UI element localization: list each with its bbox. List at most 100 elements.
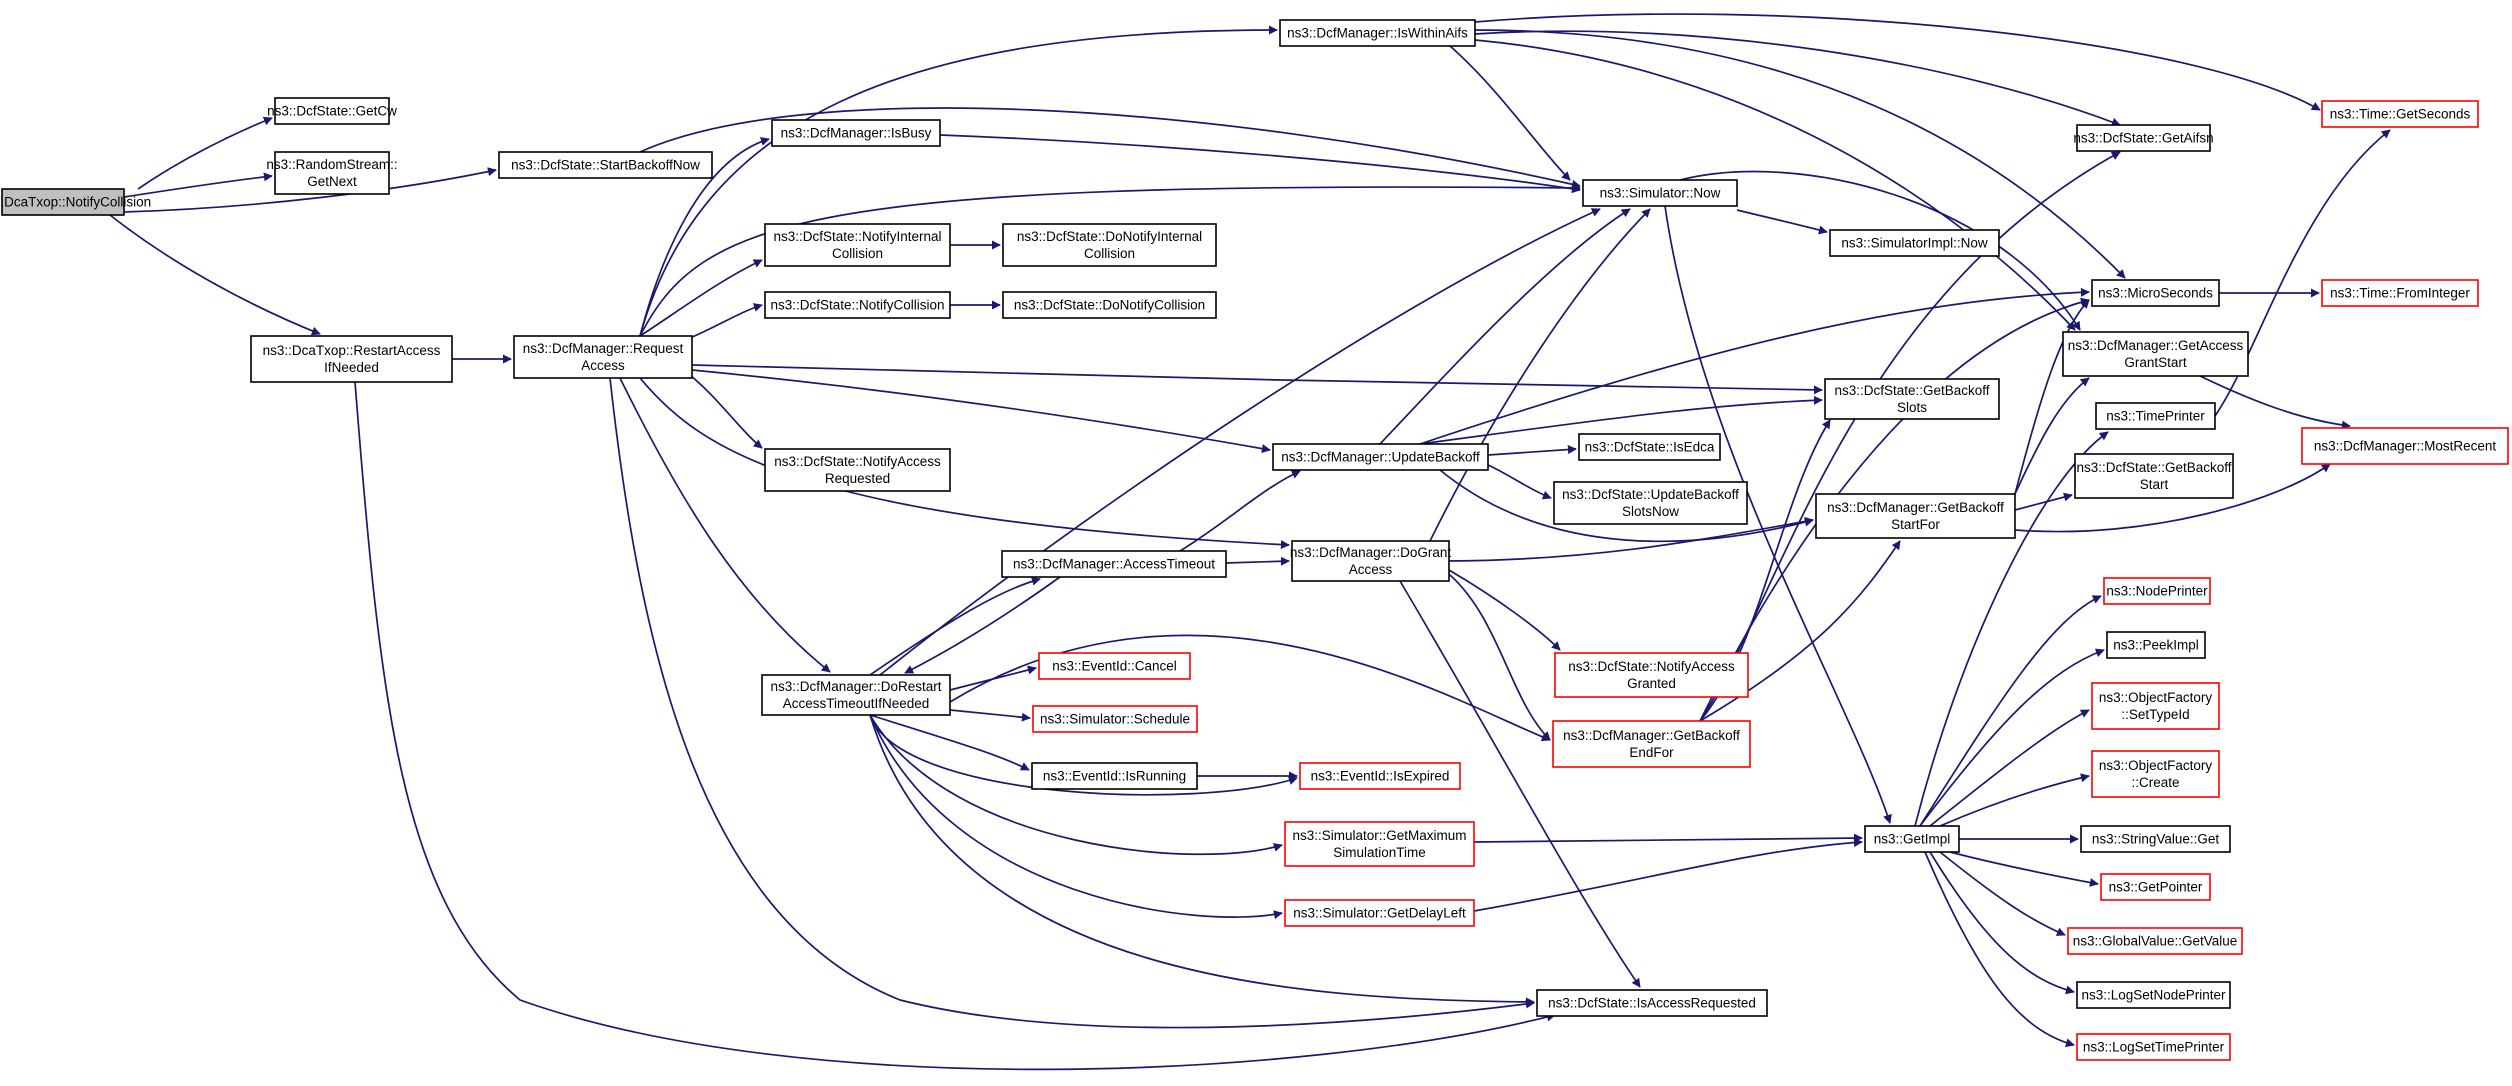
node-nodePrinter[interactable]: ns3::NodePrinter xyxy=(2103,577,2211,605)
node-label: Slots xyxy=(1897,400,1927,415)
node-isAccessRequested[interactable]: ns3::DcfState::IsAccessRequested xyxy=(1536,989,1768,1017)
node-doNotifyCollision[interactable]: ns3::DcfState::DoNotifyCollision xyxy=(1002,291,1217,319)
node-eventCancel[interactable]: ns3::EventId::Cancel xyxy=(1038,652,1191,680)
node-ofCreate[interactable]: ns3::ObjectFactory::Create xyxy=(2091,750,2220,798)
call-edge-getBackoffStartFor-to-getBackoffStart xyxy=(2014,492,2073,511)
node-label: Collision xyxy=(1084,246,1135,261)
node-isBusy[interactable]: ns3::DcfManager::IsBusy xyxy=(771,119,941,147)
node-label: ns3::DcfState::GetCw xyxy=(267,104,397,119)
node-label: ns3::GlobalValue::GetValue xyxy=(2073,934,2238,949)
node-box xyxy=(1002,291,1217,319)
node-notifyCollision[interactable]: ns3::DcfState::NotifyCollision xyxy=(764,291,951,319)
node-mostRecent[interactable]: ns3::DcfManager::MostRecent xyxy=(2301,427,2509,465)
node-label: ns3::ObjectFactory xyxy=(2099,758,2213,773)
node-eventIsRunning[interactable]: ns3::EventId::IsRunning xyxy=(1031,762,1198,790)
node-label: StartFor xyxy=(1891,517,1940,532)
call-edge-requestAccess-to-getBackoffSlots xyxy=(691,364,1823,395)
node-label: ns3::DcaTxop::RestartAccess xyxy=(263,343,441,358)
node-box xyxy=(1552,720,1751,768)
node-simGetDelayLeft[interactable]: ns3::Simulator::GetDelayLeft xyxy=(1284,899,1475,927)
node-label: EndFor xyxy=(1629,745,1674,760)
node-box xyxy=(1032,705,1198,733)
node-box xyxy=(764,291,951,319)
node-simSchedule[interactable]: ns3::Simulator::Schedule xyxy=(1032,705,1198,733)
node-box xyxy=(1031,762,1198,790)
node-box xyxy=(1002,223,1217,267)
node-updateBackoff[interactable]: ns3::DcfManager::UpdateBackoff xyxy=(1272,443,1489,471)
node-getAifsn[interactable]: ns3::DcfState::GetAifsn xyxy=(2073,124,2214,152)
call-edge-getImpl-to-globalValueGet xyxy=(1939,851,2066,936)
node-doRestart[interactable]: ns3::DcfManager::DoRestartAccessTimeoutI… xyxy=(761,674,951,716)
node-getCw[interactable]: ns3::DcfState::GetCw xyxy=(267,97,397,125)
node-microSeconds[interactable]: ns3::MicroSeconds xyxy=(2091,279,2220,307)
node-box xyxy=(2106,631,2206,659)
call-edge-simGetDelayLeft-to-getImpl xyxy=(1473,838,1863,912)
node-box xyxy=(1038,652,1191,680)
call-edge-doRestart-to-isAccessRequested xyxy=(869,714,1535,1007)
call-edge-requestAccess-to-simNow xyxy=(639,183,1581,337)
call-edge-doGrantAccess-to-getBackoffEndFor xyxy=(1449,574,1551,741)
node-getPointer[interactable]: ns3::GetPointer xyxy=(2100,873,2211,901)
node-simImplNow[interactable]: ns3::SimulatorImpl::Now xyxy=(1829,229,2000,257)
node-box xyxy=(2076,124,2211,152)
call-edge-root-to-restartAccess xyxy=(109,214,321,336)
node-timeFromInteger[interactable]: ns3::Time::FromInteger xyxy=(2321,279,2479,307)
call-edge-timePrinter-to-timeGetSeconds xyxy=(2214,129,2391,417)
node-label: ns3::DcfState::NotifyAccess xyxy=(774,454,941,469)
call-edge-startBackoff-to-simNow xyxy=(639,107,1581,189)
node-timePrinter[interactable]: ns3::TimePrinter xyxy=(2095,402,2216,430)
node-isWithinAifs[interactable]: ns3::DcfManager::IsWithinAifs xyxy=(1279,19,1476,47)
node-box xyxy=(1554,652,1749,698)
call-edge-updateBackoff-to-simNow xyxy=(1379,208,1631,445)
node-peekImpl[interactable]: ns3::PeekImpl xyxy=(2106,631,2206,659)
node-simNow[interactable]: ns3::Simulator::Now xyxy=(1582,179,1738,207)
node-label: ns3::DcfState::StartBackoffNow xyxy=(511,158,700,173)
call-edge-doGrantAccess-to-notifyAccessGranted xyxy=(1448,569,1561,651)
node-logSetTimePrinter[interactable]: ns3::LogSetTimePrinter xyxy=(2076,1033,2231,1061)
node-label: ns3::Simulator::GetDelayLeft xyxy=(1293,906,1466,921)
node-box xyxy=(2091,279,2220,307)
node-timeGetSeconds[interactable]: ns3::Time::GetSeconds xyxy=(2321,100,2479,128)
node-label: ns3::DcfState::UpdateBackoff xyxy=(1562,487,1739,502)
node-globalValueGet[interactable]: ns3::GlobalValue::GetValue xyxy=(2067,927,2243,955)
node-label: ns3::NodePrinter xyxy=(2106,584,2208,599)
node-label: ns3::DcfState::GetBackoff xyxy=(1834,383,1989,398)
node-getImpl[interactable]: ns3::GetImpl xyxy=(1864,825,1960,853)
node-box xyxy=(761,674,951,716)
node-label: ns3::RandomStream:: xyxy=(266,157,397,172)
node-eventIsExpired[interactable]: ns3::EventId::IsExpired xyxy=(1299,762,1461,790)
node-box xyxy=(2100,873,2211,901)
call-edge-doRestart-to-simNow xyxy=(879,208,1601,676)
node-stringValueGet[interactable]: ns3::StringValue::Get xyxy=(2080,825,2231,853)
node-accessTimeout[interactable]: ns3::DcfManager::AccessTimeout xyxy=(1001,550,1227,578)
node-label: ns3::DcfState::NotifyCollision xyxy=(770,298,944,313)
node-box xyxy=(513,335,693,379)
node-isEdca[interactable]: ns3::DcfState::IsEdca xyxy=(1578,433,1721,461)
node-rsGetNext[interactable]: ns3::RandomStream::GetNext xyxy=(266,151,398,195)
node-box xyxy=(2062,331,2249,377)
call-edge-root-to-startBackoff xyxy=(123,167,497,213)
node-label: ns3::SimulatorImpl::Now xyxy=(1841,236,1988,251)
node-logSetNodePrinter[interactable]: ns3::LogSetNodePrinter xyxy=(2076,981,2231,1009)
node-box xyxy=(274,151,390,195)
call-edge-getImpl-to-logSetTimePrinter xyxy=(1924,851,2075,1048)
node-startBackoff[interactable]: ns3::DcfState::StartBackoffNow xyxy=(498,151,713,179)
call-edge-updateBackoff-to-isEdca xyxy=(1487,445,1577,456)
call-edge-updateBackoff-to-getBackoffSlots xyxy=(1419,395,1823,445)
node-ofSetTypeId[interactable]: ns3::ObjectFactory::SetTypeId xyxy=(2091,682,2220,730)
node-box xyxy=(1279,19,1476,47)
